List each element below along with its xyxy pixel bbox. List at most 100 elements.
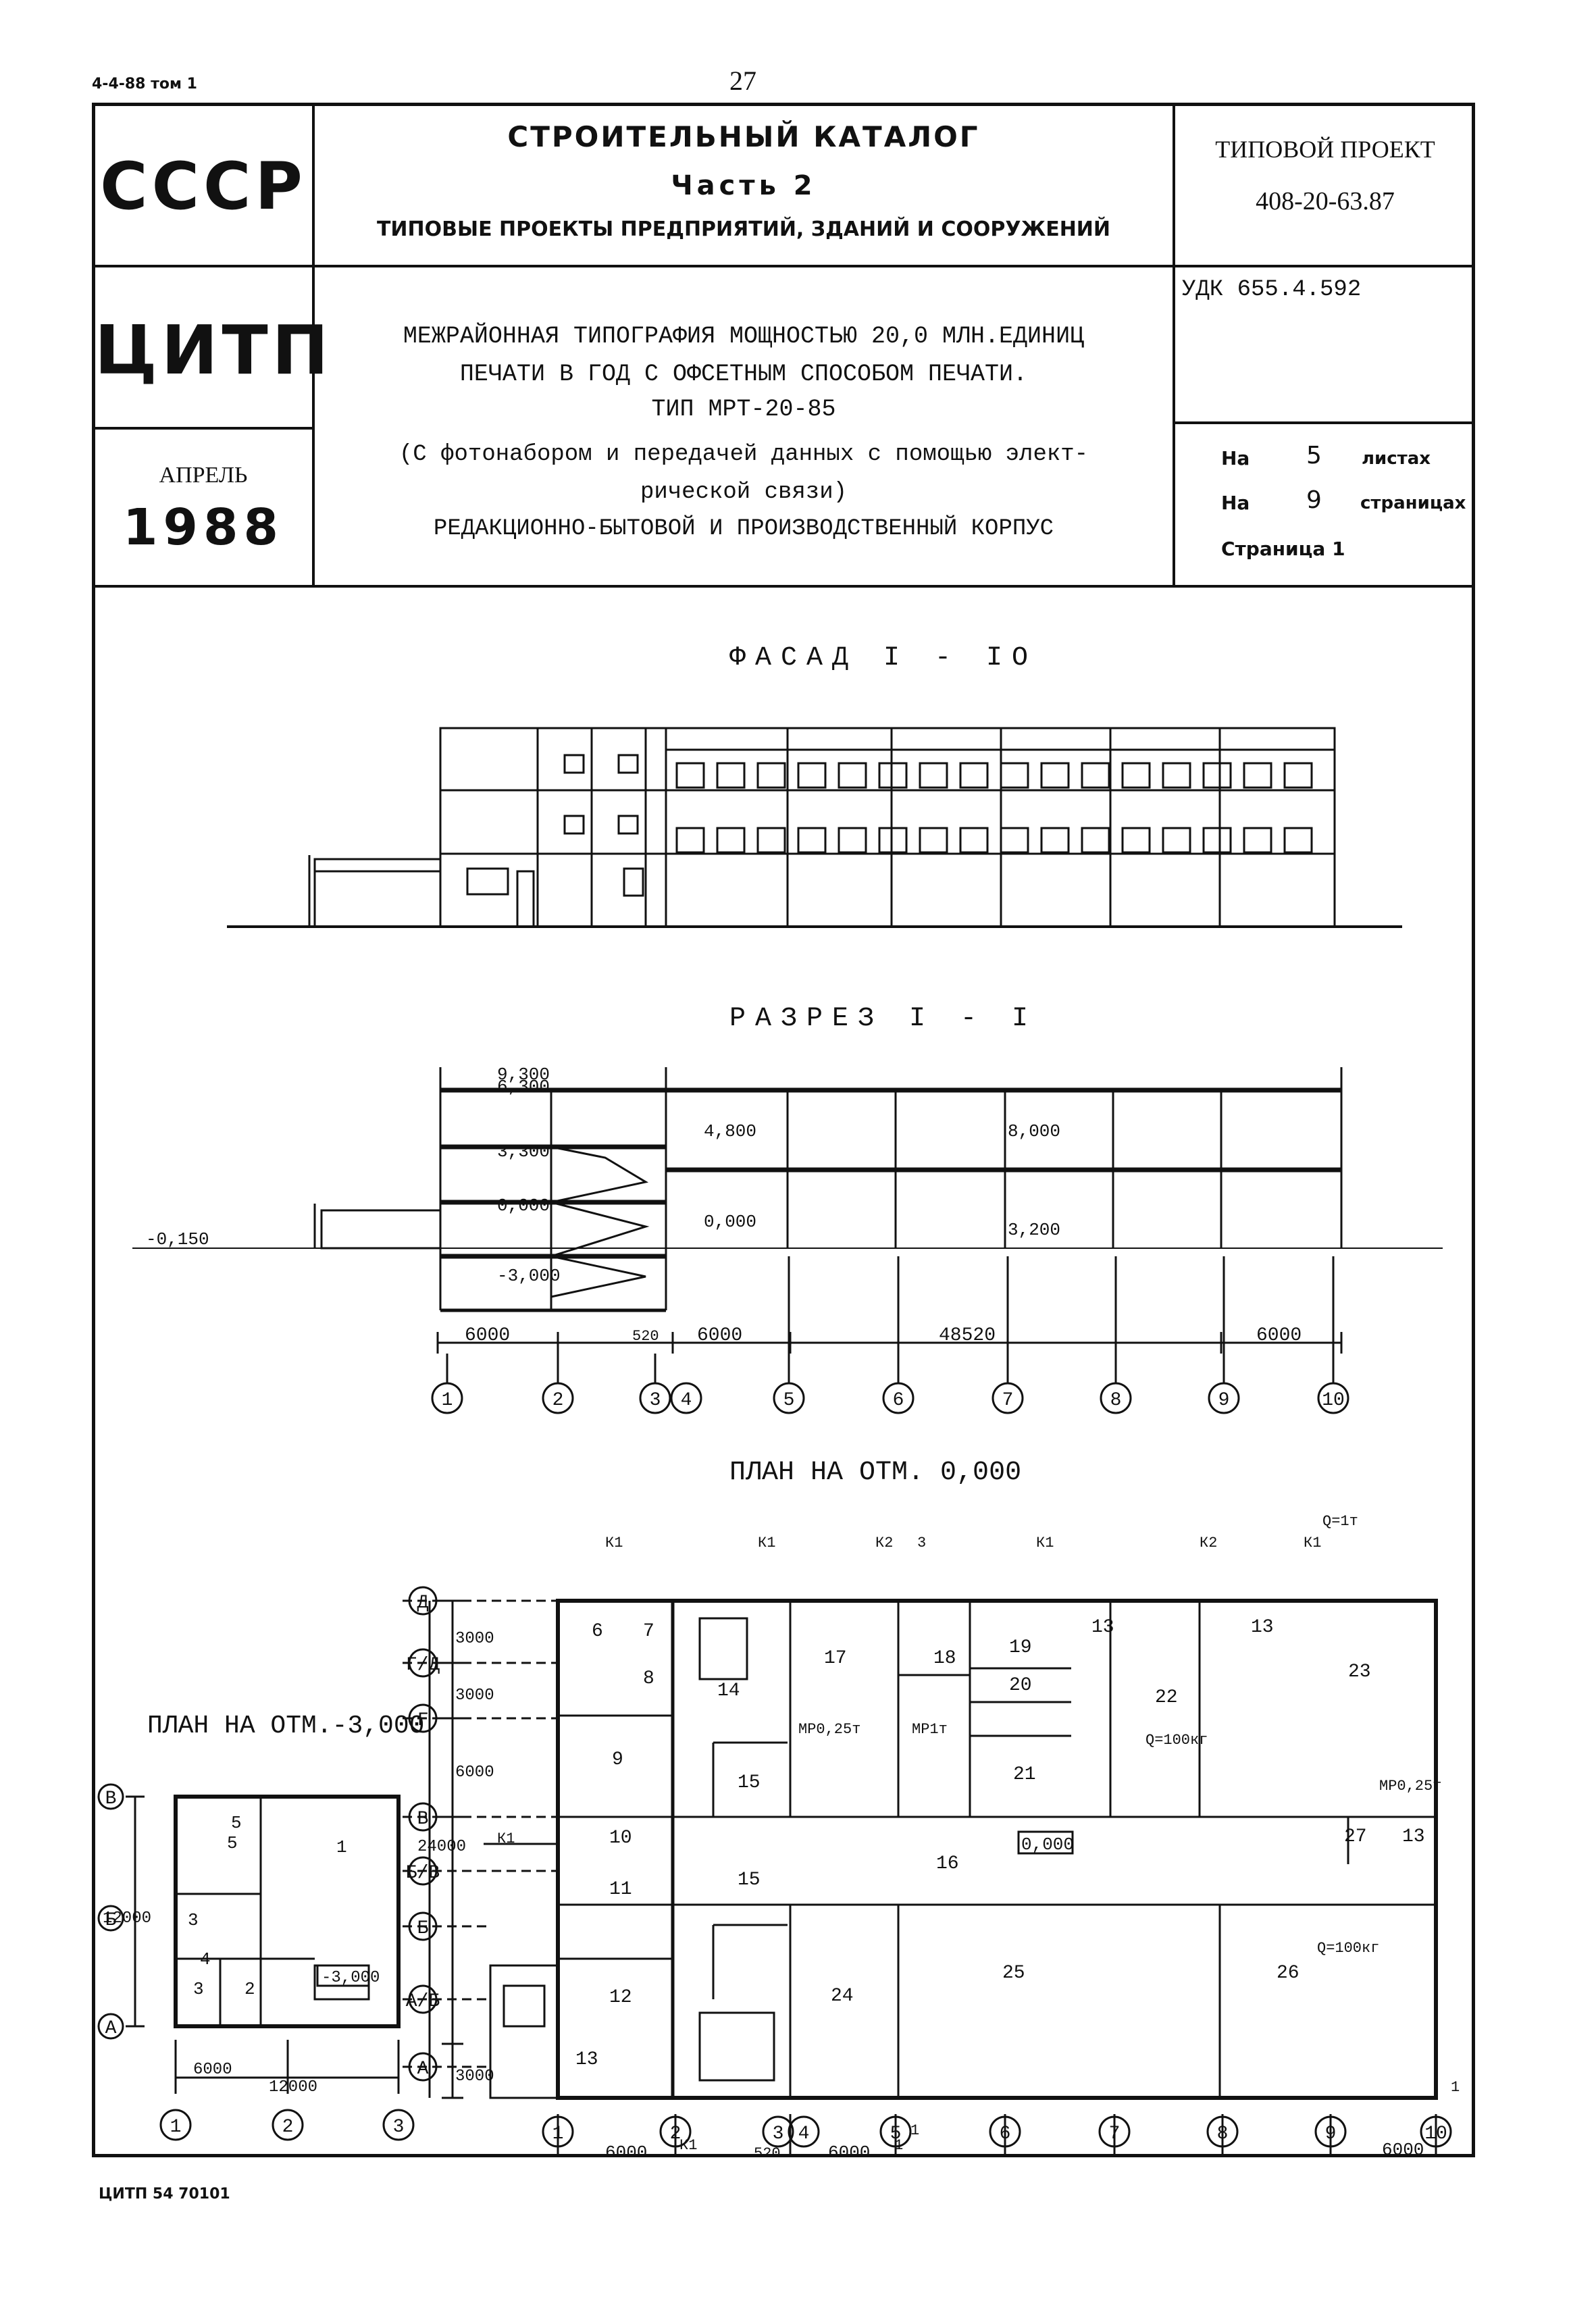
room-number-11: 16: [936, 1853, 959, 1874]
section-axis-7-circle: [992, 1382, 1024, 1414]
page-label: Страница 1: [1221, 538, 1345, 560]
footer-code: ЦИТП 54 70101: [99, 2186, 230, 2203]
basement-axis-letter-1: Б: [105, 1910, 117, 1931]
section-axis-9: 9: [1218, 1390, 1230, 1411]
room-number-6: 12: [609, 1987, 632, 2008]
room-number-18: 23: [1348, 1662, 1371, 1682]
basement-room-4: 4: [200, 1949, 211, 1970]
header-divider-right: [1173, 103, 1175, 586]
room-number-24: 13: [1251, 1617, 1274, 1638]
room-number-4: 10: [609, 1828, 632, 1849]
section-axis-6: 6: [893, 1390, 904, 1411]
section-axis-5-circle: [773, 1382, 805, 1414]
plan-axis-number-circle-5: [879, 2115, 912, 2148]
basement-plan-title: ПЛАН НА ОТМ.-3,000: [147, 1712, 425, 1741]
section-dim-gap: 520: [632, 1328, 659, 1345]
plan-dim-h3: 6000: [455, 1764, 494, 1782]
basement-room-6: 5: [227, 1833, 238, 1853]
level-mark-7: 8,000: [1008, 1121, 1060, 1141]
header-divider-h1: [92, 265, 1475, 267]
sheets-count: 5: [1306, 442, 1322, 469]
level-mark-5: 4,800: [704, 1121, 756, 1141]
facade-drawing: [227, 727, 1402, 928]
plan-axis-number-1: 1: [552, 2124, 564, 2144]
basement-axis-number-2: 2: [282, 2117, 294, 2138]
plan-dim-right-bay: 6000: [1382, 2140, 1424, 2155]
equipment-label-0: МР0,25т: [798, 1721, 860, 1738]
cut-mark-0: К1: [605, 1535, 623, 1551]
room-number-8: 14: [717, 1680, 740, 1701]
plan-axis-letter-3-circle: [408, 1802, 438, 1832]
section-axis-1-circle: [431, 1382, 463, 1414]
room-number-25: 13: [1402, 1826, 1425, 1847]
plan-axis-number-3: 3: [773, 2124, 784, 2144]
room-number-20: 25: [1002, 1963, 1025, 1984]
cut-mark-2: К2: [875, 1535, 893, 1551]
plan-axis-number-circle-6: [989, 2115, 1021, 2148]
cut-mark-5: К2: [1200, 1535, 1217, 1551]
header-divider-h2: [92, 427, 315, 430]
basement-axis-number-2-circle: [272, 2109, 304, 2141]
plan-title: ПЛАН НА ОТМ. 0,000: [729, 1458, 1022, 1488]
sheets-label: листах: [1362, 448, 1431, 469]
basement-axis-number-1: 1: [170, 2117, 182, 2138]
plan-level-box: [1017, 1830, 1074, 1855]
plan-axis-number-7: 7: [1109, 2124, 1121, 2144]
plan-dim-bottom: 3000: [455, 2067, 494, 2086]
basement-axis-letter-2-circle: [97, 2013, 124, 2040]
plan-axis-letter-1: Г/Д: [406, 1655, 440, 1676]
cut-mark-4: К1: [1036, 1535, 1054, 1551]
equipment-label-5: Q=1т: [1322, 1513, 1358, 1530]
section-axis-8: 8: [1110, 1390, 1122, 1411]
equipment-label-1: МР1т: [912, 1721, 948, 1738]
catalog-part: Часть 2: [671, 170, 817, 201]
room-number-13: 18: [933, 1648, 956, 1669]
level-mark-4: -3,000: [497, 1266, 561, 1286]
plan-axis-number-6: 6: [1000, 2124, 1011, 2144]
catalog-title: СТРОИТЕЛЬНЫЙ КАТАЛОГ: [507, 120, 980, 153]
section-axis-3: 3: [650, 1390, 661, 1411]
section-dim-right-bay: 6000: [1256, 1325, 1302, 1346]
section-axis-10-circle: [1317, 1382, 1349, 1414]
description-line-4: (С фотонабором и передачей данных с помо…: [398, 442, 1089, 467]
level-mark-8: 3,200: [1008, 1220, 1060, 1240]
plan-axis-number-circle-1: [542, 2115, 574, 2148]
room-number-21: 26: [1277, 1963, 1299, 1984]
level-mark-2: 3,300: [497, 1141, 550, 1162]
level-mark-0: 9,300: [497, 1064, 550, 1085]
section-drawing: 9,3006,3003,3000,000-3,0004,8000,0008,00…: [132, 1064, 1443, 1414]
plan-dim-left-bay: 6000: [605, 2142, 647, 2155]
basement-level-value: -3,000: [321, 1969, 380, 1987]
room-number-23: 13: [1091, 1617, 1114, 1638]
basement-axis-letter-0: В: [105, 1789, 117, 1809]
plan-axis-letter-5-circle: [408, 1911, 438, 1941]
plan-dim-gap: 520: [754, 2145, 781, 2155]
cut-mark-10: К1: [497, 1830, 515, 1847]
basement-room-5: 5: [231, 1813, 242, 1833]
plan-dim-bay: 6000: [828, 2142, 870, 2155]
basement-dim-total: 12000: [269, 2078, 317, 2097]
basement-room-3: 2: [244, 1979, 255, 1999]
basement-axis-letter-2: А: [105, 2018, 117, 2039]
plan-axis-number-circle-10: [1420, 2115, 1452, 2148]
plan-axis-number-circle-2: [659, 2115, 692, 2148]
plan-level-value: 0,000: [1021, 1834, 1074, 1855]
room-number-12: 17: [824, 1648, 847, 1669]
facade-title: ФАСАД I - IO: [729, 643, 1038, 673]
description-line-5: рической связи): [640, 480, 848, 505]
section-axis-1: 1: [442, 1390, 453, 1411]
plan-axis-letter-6: А/Б: [406, 1991, 440, 2012]
month-label: АПРЕЛЬ: [159, 463, 248, 488]
plan-dim-h1: 3000: [455, 1630, 494, 1648]
level-mark-6: 0,000: [704, 1212, 756, 1232]
cut-mark-6: К1: [1304, 1535, 1321, 1551]
plan-axis-letter-7-circle: [408, 2052, 438, 2082]
plan-axis-number-4: 4: [798, 2124, 810, 2144]
plan-axis-number-8: 8: [1217, 2124, 1229, 2144]
header-bottom-line: [92, 585, 1475, 588]
org-label: ЦИТП: [95, 311, 333, 390]
level-mark-9: -0,150: [146, 1229, 209, 1250]
room-number-2: 8: [643, 1668, 654, 1689]
header-divider-h3: [1173, 421, 1475, 424]
